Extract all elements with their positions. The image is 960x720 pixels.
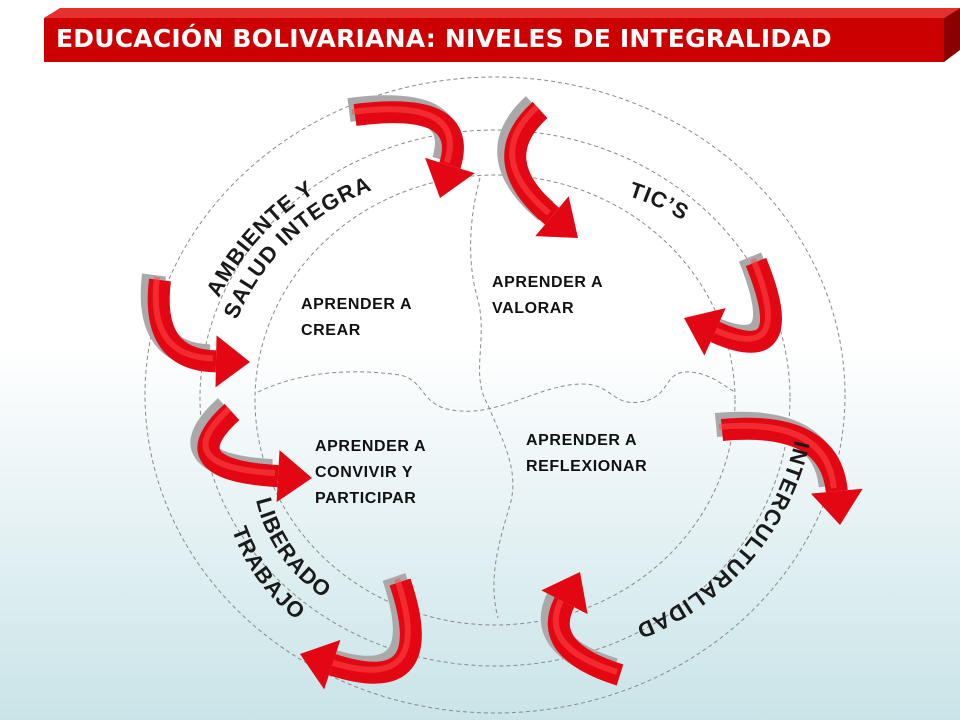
area-reflexionar-line-2: REFLEXIONAR bbox=[526, 458, 648, 475]
arrow-top-left bbox=[347, 95, 475, 198]
arrow-left-upper-head bbox=[215, 335, 250, 388]
svg-text:TIC’S: TIC’S bbox=[626, 177, 693, 225]
arrow-right-lower bbox=[714, 411, 863, 525]
middle-circle bbox=[199, 129, 791, 667]
arrow-bottom-left-highlight bbox=[328, 578, 411, 673]
area-crear-line-2: CREAR bbox=[301, 322, 361, 339]
arrow-top-left-highlight bbox=[351, 106, 453, 164]
area-crear: APRENDER A CREAR bbox=[301, 292, 412, 344]
page-title: EDUCACIÓN BOLIVARIANA: NIVELES DE INTEGR… bbox=[56, 24, 832, 53]
area-crear-line-1: APRENDER A bbox=[301, 296, 413, 313]
arrow-left-lower bbox=[190, 398, 312, 503]
arrow-top-right bbox=[497, 96, 578, 238]
arrow-bottom-right-head bbox=[541, 572, 588, 615]
arrow-right-upper-head bbox=[684, 308, 726, 356]
area-valorar-line-2: VALORAR bbox=[492, 300, 575, 317]
axis-ambiente-line2: SALUD INTEGRAL bbox=[0, 0, 374, 322]
area-reflexionar-line-1: APRENDER A bbox=[526, 432, 638, 449]
arrow-top-right-highlight bbox=[509, 104, 551, 216]
arrow-bottom-left bbox=[300, 573, 422, 690]
arrow-left-upper-highlight bbox=[152, 276, 214, 362]
area-convivir: APRENDER A CONVIVIR Y PARTICIPAR bbox=[315, 434, 426, 512]
arrow-right-lower-highlight bbox=[718, 422, 837, 489]
axis-tics: TIC’S bbox=[626, 177, 692, 225]
area-valorar-line-1: APRENDER A bbox=[492, 274, 604, 291]
arrow-bottom-left-head bbox=[300, 639, 341, 690]
inner-circle bbox=[254, 174, 736, 626]
arrow-top-right-head bbox=[535, 196, 578, 238]
area-reflexionar: APRENDER A REFLEXIONAR bbox=[526, 428, 647, 480]
arrow-right-upper bbox=[684, 252, 782, 356]
arrow-left-lower-head bbox=[276, 450, 312, 503]
area-valorar: APRENDER A VALORAR bbox=[492, 270, 603, 322]
concentric-circles bbox=[144, 76, 846, 714]
arrow-right-upper-highlight bbox=[710, 257, 771, 342]
arrow-bottom-right-highlight bbox=[552, 597, 618, 675]
svg-text:SALUD INTEGRAL: SALUD INTEGRAL bbox=[0, 0, 375, 322]
area-convivir-line-2: CONVIVIR Y bbox=[315, 464, 414, 481]
arrow-top-left-head bbox=[425, 157, 475, 198]
title-bar bbox=[44, 8, 960, 62]
arrow-bottom-right bbox=[540, 572, 624, 686]
arrow-left-upper bbox=[140, 273, 250, 388]
quadrant-dividers bbox=[257, 177, 736, 619]
area-convivir-line-3: PARTICIPAR bbox=[315, 490, 417, 507]
arrow-left-lower-highlight bbox=[202, 406, 276, 477]
area-convivir-line-1: APRENDER A bbox=[315, 438, 427, 455]
arrow-right-lower-head bbox=[810, 488, 863, 525]
outer-circle bbox=[144, 76, 846, 714]
arrows-group bbox=[140, 95, 863, 690]
